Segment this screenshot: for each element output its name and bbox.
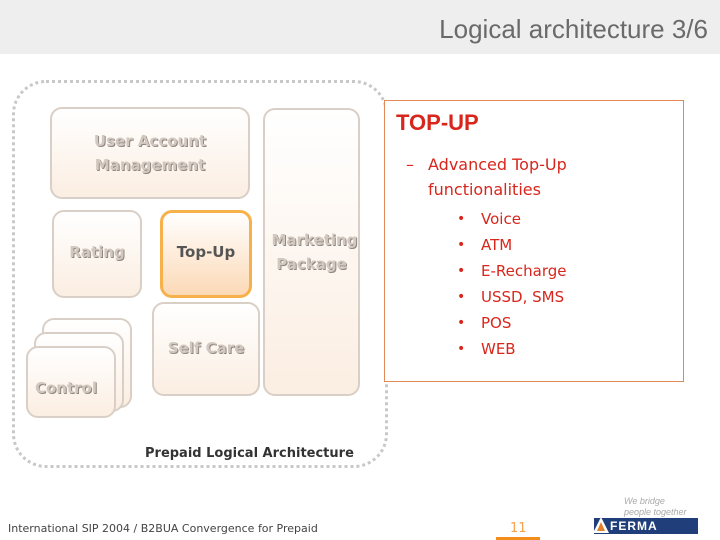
list-item: •USSD, SMS [457,284,566,310]
module-label: Self Care [167,339,245,357]
module-control-stack-front [26,346,116,418]
slide-title: Logical architecture 3/6 [439,14,708,44]
company-tagline: We bridge people together [624,496,687,517]
subheading-text: Advanced Top-Up functionalities [428,155,567,199]
module-rating: Rating [52,210,142,298]
list-item: •E-Recharge [457,258,566,284]
bullet-icon: • [457,315,466,331]
logo-text: FERMA [610,519,658,533]
module-label: User Account Management [93,132,207,174]
footer-text: International SIP 2004 / B2BUA Convergen… [8,522,318,535]
module-control-label: Control [34,379,97,397]
page-number-underline [496,537,540,540]
module-self-care: Self Care [152,302,260,396]
ferma-logo-icon [593,517,609,533]
module-label: Top-Up [176,243,236,261]
topup-panel [384,100,684,382]
bullet-icon: • [457,211,466,227]
list-item: •POS [457,310,566,336]
list-item: •ATM [457,232,566,258]
module-marketing-package: Marketing Package [263,108,360,396]
header-bar [0,0,720,54]
bullet-icon: • [457,341,466,357]
module-top-up: Top-Up [160,210,252,298]
feature-list: •Voice •ATM •E-Recharge •USSD, SMS •POS … [457,206,566,362]
company-logo [594,518,698,534]
module-label: Rating [69,243,125,261]
list-item: •Voice [457,206,566,232]
topup-subheading: – Advanced Top-Up functionalities [406,152,638,202]
bullet-icon: • [457,289,466,305]
module-user-account-management: User Account Management [50,107,250,199]
page-number: 11 [510,521,527,536]
module-label: Marketing Package [271,231,358,273]
bullet-icon: • [457,263,466,279]
diagram-caption: Prepaid Logical Architecture [145,446,354,461]
dash-bullet: – [406,155,414,174]
bullet-icon: • [457,237,466,253]
topup-heading: TOP-UP [396,110,479,135]
list-item: •WEB [457,336,566,362]
